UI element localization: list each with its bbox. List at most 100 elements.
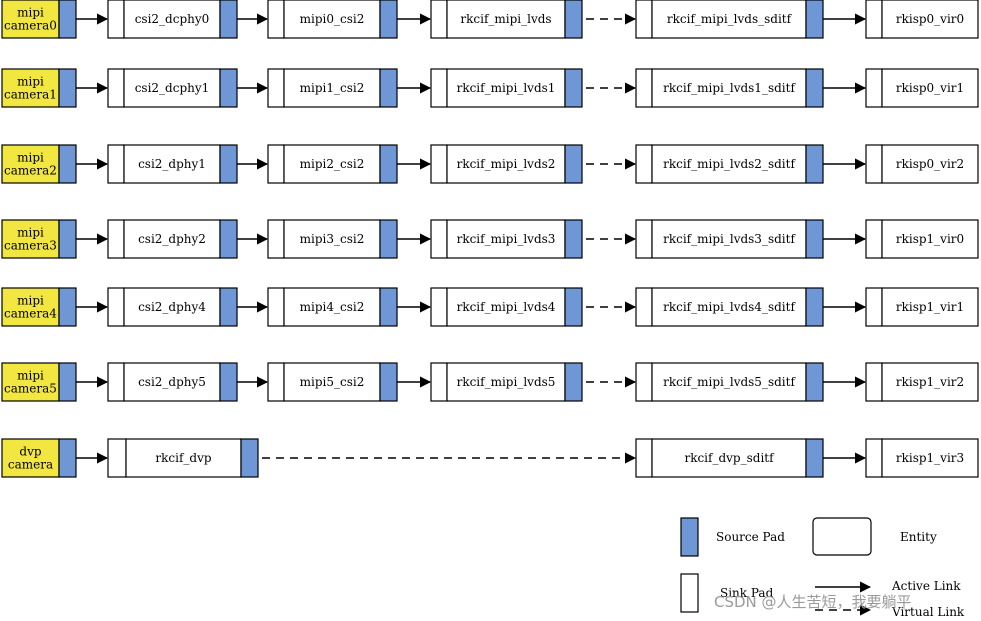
dphy-sink-pad (107, 362, 125, 402)
dvp-label-line: rkcif_dvp (155, 451, 211, 465)
dphy-label-line: csi2_dphy4 (138, 300, 206, 314)
camera-label-line: mipi (17, 6, 44, 20)
csi2-entity (283, 287, 381, 327)
sditf-label-line: rkcif_mipi_lvds_sditf (667, 12, 793, 26)
csi2-label-line: mipi1_csi2 (300, 81, 365, 95)
lvds-sink-pad (430, 0, 448, 39)
sditf-sink-pad (635, 219, 653, 259)
sditf-entity (651, 438, 807, 478)
camera-sensor (1, 0, 60, 39)
sditf-label-line: rkcif_mipi_lvds3_sditf (663, 232, 796, 246)
isp-vir-label-line: rkisp1_vir2 (896, 375, 964, 389)
dphy-source-pad (219, 144, 238, 184)
sditf-entity (651, 0, 807, 39)
lvds-label-line: rkcif_mipi_lvds (460, 12, 551, 26)
lvds-label-line: rkcif_mipi_lvds4 (457, 300, 556, 314)
dphy-entity (123, 68, 221, 108)
camera-source-pad (58, 438, 77, 478)
camera-label-line: mipi (17, 294, 44, 308)
dphy-source-pad (219, 287, 238, 327)
lvds-sink-pad (430, 219, 448, 259)
dphy-label: csi2_dcphy0 (135, 12, 210, 26)
camera-label-line: mipi (17, 369, 44, 383)
sditf-label-line: rkcif_mipi_lvds5_sditf (663, 375, 796, 389)
dphy-label-line: csi2_dphy5 (138, 375, 206, 389)
dphy-label-line: csi2_dcphy0 (135, 12, 210, 26)
lvds-source-pad (564, 0, 583, 39)
csi2-source-pad (379, 287, 398, 327)
camera-label-line: camera0 (4, 19, 57, 33)
dvp-sink-pad (107, 438, 127, 478)
lvds-entity (446, 68, 566, 108)
sditf-label-line: rkcif_mipi_lvds1_sditf (663, 81, 796, 95)
isp-vir-sink-pad (865, 438, 883, 478)
isp-vir-entity (881, 362, 979, 402)
isp-vir-label-line: rkisp1_vir3 (896, 451, 964, 465)
lvds-label-line: rkcif_mipi_lvds1 (457, 81, 556, 95)
isp-vir-entity (881, 219, 979, 259)
csi2-label-line: mipi5_csi2 (300, 375, 365, 389)
legend-sink-pad-label: Sink Pad (720, 586, 774, 600)
csi2-label: mipi1_csi2 (300, 81, 365, 95)
isp-vir-label-line: rkisp1_vir0 (896, 232, 964, 246)
isp-vir-label-line: rkisp0_vir1 (896, 81, 964, 95)
dphy-source-pad (219, 219, 238, 259)
camera-source-pad (58, 68, 77, 108)
dphy-source-pad (219, 0, 238, 39)
camera-sensor (1, 438, 60, 478)
lvds-label-line: rkcif_mipi_lvds5 (457, 375, 556, 389)
lvds-label: rkcif_mipi_lvds5 (457, 375, 556, 389)
camera-label-line: mipi (17, 226, 44, 240)
sditf-sink-pad (635, 287, 653, 327)
camera-label-line: mipi (17, 75, 44, 89)
isp-vir-entity (881, 287, 979, 327)
isp-vir-label: rkisp0_vir1 (896, 81, 964, 95)
lvds-sink-pad (430, 362, 448, 402)
sditf-sink-pad (635, 144, 653, 184)
legend-source-pad-swatch (680, 517, 699, 557)
camera-source-pad (58, 219, 77, 259)
csi2-source-pad (379, 68, 398, 108)
dphy-source-pad (219, 68, 238, 108)
legend-source-pad-label: Source Pad (716, 530, 785, 544)
sditf-label: rkcif_dvp_sditf (684, 451, 775, 465)
sditf-label-line: rkcif_mipi_lvds2_sditf (663, 157, 796, 171)
sditf-source-pad (805, 219, 824, 259)
isp-vir-label: rkisp1_vir0 (896, 232, 964, 246)
lvds-sink-pad (430, 144, 448, 184)
isp-vir-sink-pad (865, 0, 883, 39)
camera-label-line: camera2 (4, 164, 57, 178)
sditf-label: rkcif_mipi_lvds3_sditf (663, 232, 796, 246)
camera-source-pad (58, 0, 77, 39)
watermark-text: CSDN @人生苦短，我要躺平 (714, 593, 912, 611)
isp-vir-label-line: rkisp0_vir0 (896, 12, 964, 26)
csi2-sink-pad (267, 219, 285, 259)
isp-vir-sink-pad (865, 362, 883, 402)
isp-vir-sink-pad (865, 144, 883, 184)
lvds-label-line: rkcif_mipi_lvds3 (457, 232, 556, 246)
csi2-source-pad (379, 219, 398, 259)
sditf-entity (651, 219, 807, 259)
csi2-label: mipi2_csi2 (300, 157, 365, 171)
csi2-source-pad (379, 362, 398, 402)
dphy-label: csi2_dphy4 (138, 300, 206, 314)
lvds-sink-pad (430, 287, 448, 327)
csi2-label: mipi5_csi2 (300, 375, 365, 389)
camera-label-line: dvp (19, 445, 41, 459)
sditf-entity (651, 362, 807, 402)
dphy-label: csi2_dphy2 (138, 232, 206, 246)
camera-label-line: camera3 (4, 239, 57, 253)
camera-label-line: camera4 (4, 307, 57, 321)
camera-label-line: camera1 (4, 88, 57, 102)
sditf-source-pad (805, 68, 824, 108)
